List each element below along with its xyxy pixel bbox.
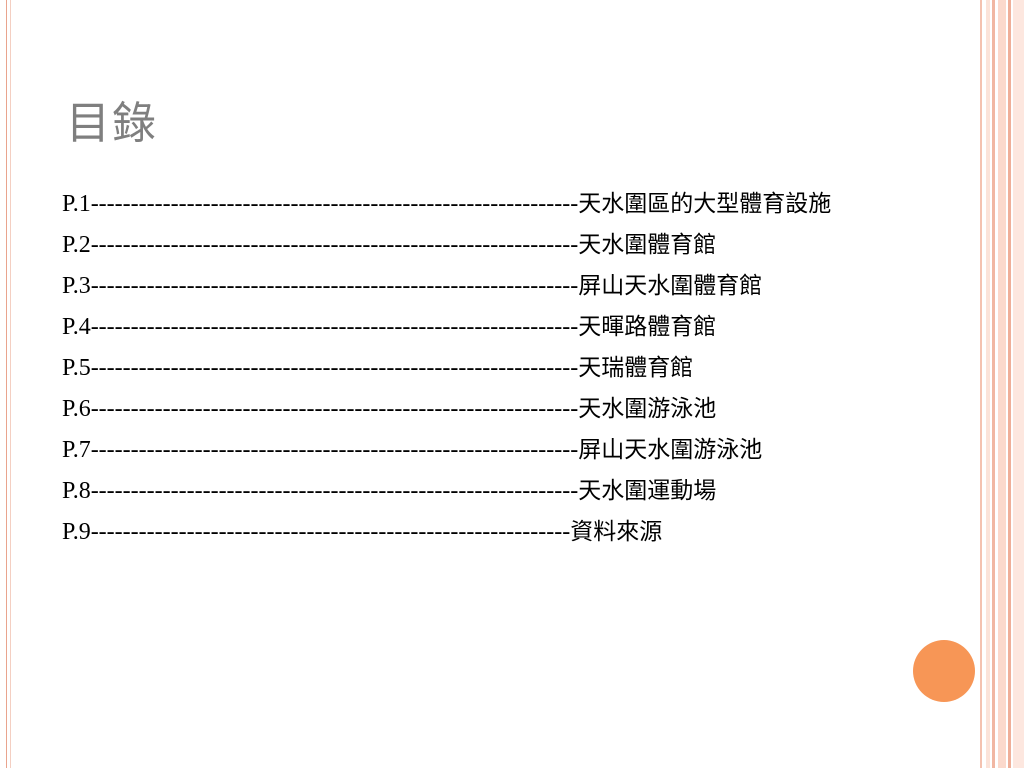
toc-entry: P.9-------------------------------------…: [62, 512, 854, 553]
toc-page-number: P.1: [62, 191, 91, 217]
toc-dot-leader: ----------------------------------------…: [90, 191, 579, 217]
frame-band-stripe: [986, 0, 990, 768]
toc-page-number: P.3: [62, 273, 91, 299]
toc-dot-leader: ----------------------------------------…: [90, 273, 579, 299]
toc-dot-leader: ----------------------------------------…: [90, 355, 579, 381]
toc-entry: P.8-------------------------------------…: [62, 471, 854, 512]
accent-circle: [913, 640, 975, 702]
frame-band-stripe: [980, 0, 982, 768]
toc-entry-title: 天瑞體育館: [578, 355, 694, 381]
toc-page-number: P.2: [62, 232, 91, 258]
toc-entry-title: 屏山天水圍體育館: [578, 273, 763, 299]
toc-dot-leader: ----------------------------------------…: [90, 396, 579, 422]
toc-entry: P.6-------------------------------------…: [62, 389, 854, 430]
table-of-contents: P.1-------------------------------------…: [62, 184, 862, 553]
toc-page-number: P.6: [62, 396, 91, 422]
toc-entry-title: 天暉路體育館: [578, 314, 717, 340]
toc-entry-title: 天水圍運動場: [578, 478, 717, 504]
toc-dot-leader: ----------------------------------------…: [90, 314, 579, 340]
toc-dot-leader: ----------------------------------------…: [90, 519, 571, 545]
slide-title: 目錄: [66, 98, 158, 149]
toc-page-number: P.9: [62, 519, 91, 545]
frame-line-left: [6, 0, 7, 768]
frame-band-stripe: [998, 0, 1006, 768]
toc-entry: P.1-------------------------------------…: [62, 184, 854, 225]
toc-entry: P.3-------------------------------------…: [62, 266, 854, 307]
toc-entry: P.7-------------------------------------…: [62, 430, 854, 471]
frame-band-stripe: [1013, 0, 1024, 768]
frame-line-left-inner: [10, 0, 11, 768]
toc-entry: P.4-------------------------------------…: [62, 307, 854, 348]
toc-dot-leader: ----------------------------------------…: [90, 437, 579, 463]
toc-entry: P.5-------------------------------------…: [62, 348, 854, 389]
toc-page-number: P.5: [62, 355, 91, 381]
toc-page-number: P.8: [62, 478, 91, 504]
toc-entry-title: 屏山天水圍游泳池: [578, 437, 763, 463]
toc-entry-title: 天水圍體育館: [578, 232, 717, 258]
frame-band-stripe: [992, 0, 995, 768]
toc-entry-title: 資料來源: [570, 519, 663, 545]
toc-entry-title: 天水圍區的大型體育設施: [578, 191, 832, 217]
frame-band-right: [980, 0, 1024, 768]
frame-band-stripe: [1008, 0, 1011, 768]
toc-page-number: P.7: [62, 437, 91, 463]
toc-dot-leader: ----------------------------------------…: [90, 478, 579, 504]
toc-entry: P.2-------------------------------------…: [62, 225, 854, 266]
toc-page-number: P.4: [62, 314, 91, 340]
toc-entry-title: 天水圍游泳池: [578, 396, 717, 422]
toc-dot-leader: ----------------------------------------…: [90, 232, 579, 258]
